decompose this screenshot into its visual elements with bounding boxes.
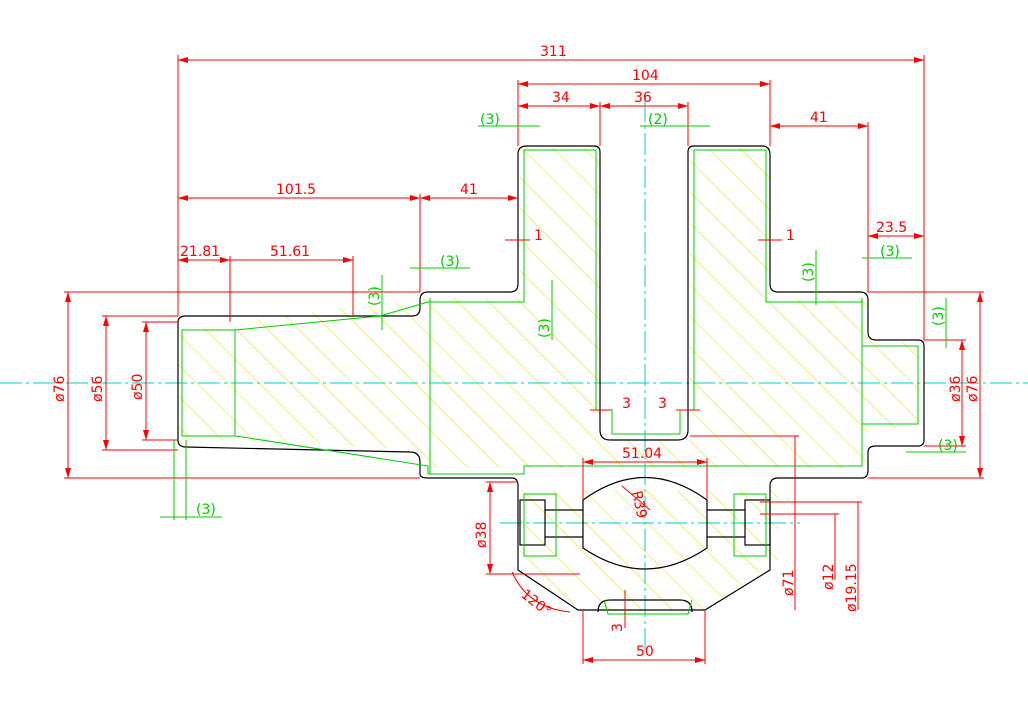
dim-dia-12: ø12: [821, 564, 837, 590]
dim-sphere-radius: R39: [628, 490, 649, 520]
dim-dia-76-right: ø76: [965, 376, 981, 402]
dim-dia-56: ø56: [90, 376, 106, 402]
dim-slot-wall-left: 3: [622, 396, 631, 412]
arrowheads: [65, 57, 983, 663]
finished-outline: [181, 149, 919, 615]
dim-bottom-thickness: 3: [610, 623, 626, 632]
center-lines: [0, 100, 1028, 650]
allowance-left-step: (3): [440, 254, 460, 270]
dim-step-small-left: 1: [534, 228, 543, 244]
dim-right-end: 23.5: [876, 220, 907, 236]
dim-left-body: 101.5: [276, 182, 316, 198]
allowance-flange-top-right: (2): [648, 112, 668, 128]
sphere-socket: [582, 476, 708, 570]
allowance-left-shoulder: (3): [367, 286, 383, 306]
dim-flange-width: 104: [632, 68, 659, 84]
allowance-leaders: [160, 125, 966, 520]
dimension-texts: 311 104 34 36 41 101.5 41 21.81 51.61 23…: [52, 44, 981, 660]
allowance-right-end-top: (3): [931, 306, 947, 326]
dim-taper-length: 51.61: [270, 244, 310, 260]
dim-dia-71: ø71: [781, 570, 797, 596]
dim-left-step: 41: [460, 182, 478, 198]
allowance-left-end: (3): [196, 502, 216, 518]
section-hatching: [178, 148, 920, 610]
dim-dia-36: ø36: [948, 376, 964, 402]
dim-dia-19-15: ø19.15: [844, 563, 860, 612]
dim-step-small-right: 1: [786, 228, 795, 244]
dim-dia-38: ø38: [474, 522, 490, 548]
dim-taper-start: 21.81: [180, 244, 220, 260]
dim-flange-left: 34: [552, 90, 570, 106]
dim-flange-right-offset: 41: [810, 110, 828, 126]
dim-lower-width: 51.04: [622, 446, 662, 462]
dim-slot-width: 36: [634, 90, 652, 106]
dim-angle: 120°: [518, 587, 554, 620]
left-bore: [519, 499, 546, 546]
dim-dia-76-left: ø76: [52, 376, 68, 402]
dim-bottom-width: 50: [636, 644, 654, 660]
allowance-texts: (3) (2) (3) (3) (3) (3) (3) (3) (3) (3): [196, 112, 958, 518]
dim-dia-50: ø50: [130, 374, 146, 400]
allowance-right-flange-face: (3): [801, 262, 817, 282]
allowance-left-flange-face: (3): [537, 318, 553, 338]
allowance-right-shoulder: (3): [880, 244, 900, 260]
dim-overall-length: 311: [540, 44, 567, 60]
allowance-right-end-bottom: (3): [938, 438, 958, 454]
dim-slot-wall-right: 3: [658, 396, 667, 412]
allowance-flange-top-left: (3): [480, 112, 500, 128]
right-bore: [744, 499, 771, 546]
